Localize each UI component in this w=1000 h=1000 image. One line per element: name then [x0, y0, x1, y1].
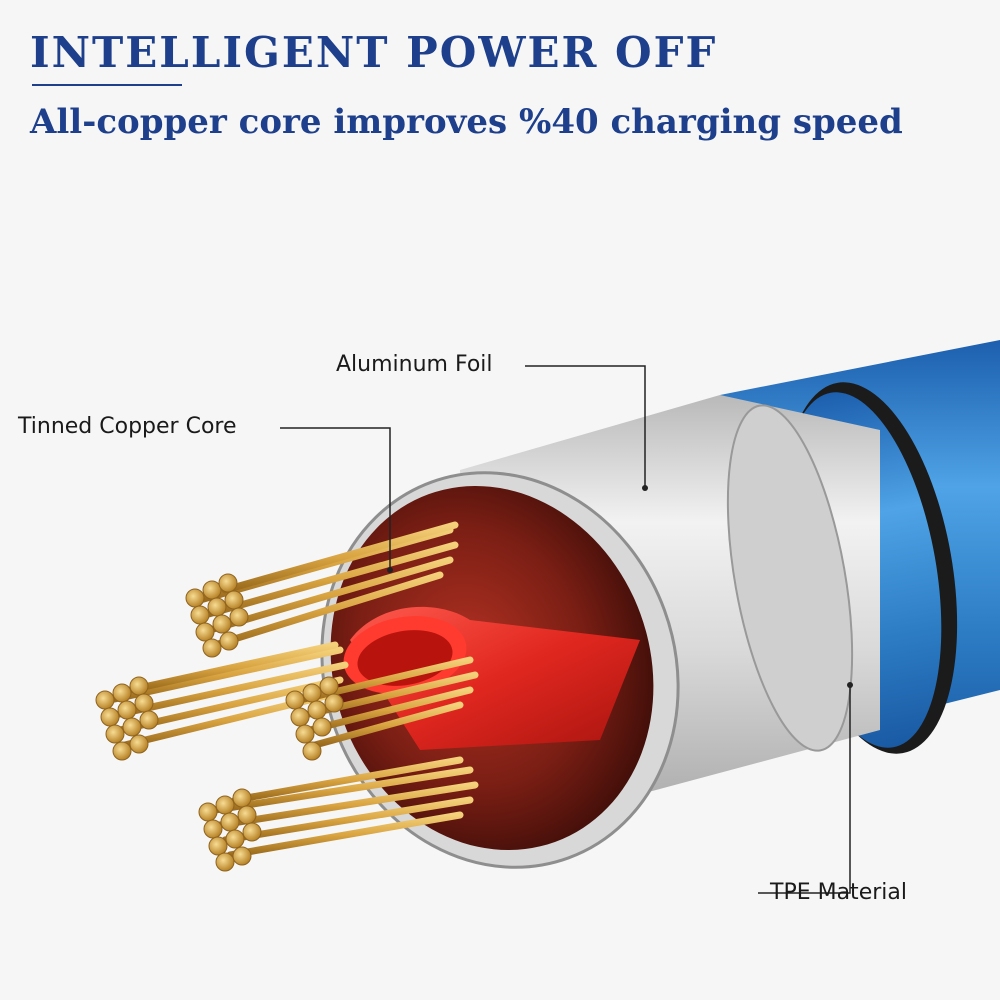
- callout-dots: [387, 485, 853, 688]
- headline-title: INTELLIGENT POWER OFF: [30, 28, 718, 77]
- title-underline: [32, 84, 182, 86]
- label-aluminum-foil: Aluminum Foil: [336, 352, 493, 377]
- label-tinned-copper-core: Tinned Copper Core: [18, 414, 237, 439]
- copper-strand-tips: [95, 573, 344, 872]
- copper-strands: [106, 521, 479, 859]
- headline-subtitle: All-copper core improves %40 charging sp…: [30, 102, 903, 142]
- callout-lines: [280, 365, 851, 894]
- label-tpe-material: TPE Material: [770, 880, 907, 905]
